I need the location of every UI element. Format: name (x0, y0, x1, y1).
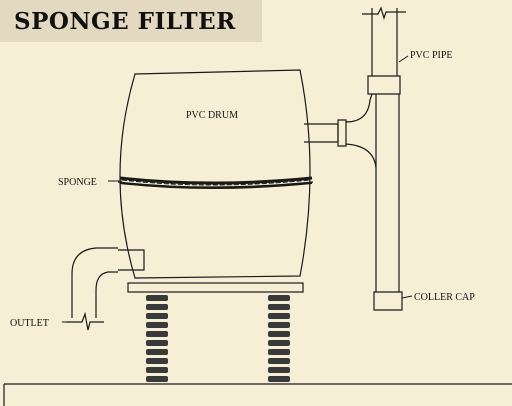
diagram-title: SPONGE FILTER (14, 8, 236, 35)
pvc-pipe-top-joint (367, 75, 401, 95)
label-outlet: OUTLET (10, 318, 49, 329)
pvc-pipe-break (362, 6, 406, 20)
stand-leg-right (268, 295, 290, 382)
coller-cap (373, 291, 403, 311)
tee-arm-top (345, 93, 373, 123)
stand-leg-left (146, 295, 168, 382)
outlet-elbow-inner (95, 271, 118, 318)
stand-top (127, 282, 304, 293)
pvc-pipe-body (375, 94, 400, 292)
outlet-socket (118, 249, 145, 271)
pvc-pipe-top (371, 8, 398, 76)
ground-line (3, 383, 512, 406)
outlet-break (66, 311, 104, 331)
label-pvc-drum: PVC DRUM (186, 110, 238, 121)
pvc-drum (119, 69, 311, 279)
leader-coller-cap (401, 295, 413, 299)
tee-joint (337, 119, 347, 147)
label-sponge: SPONGE (58, 177, 97, 188)
title-band: SPONGE FILTER (0, 0, 262, 42)
label-coller-cap: COLLER CAP (414, 292, 475, 303)
leader-pvc-pipe (398, 55, 409, 63)
tee-arm-bottom (345, 143, 377, 169)
sponge-layer (119, 176, 313, 189)
label-pvc-pipe: PVC PIPE (410, 50, 453, 61)
outlet-elbow-outer (71, 247, 118, 318)
